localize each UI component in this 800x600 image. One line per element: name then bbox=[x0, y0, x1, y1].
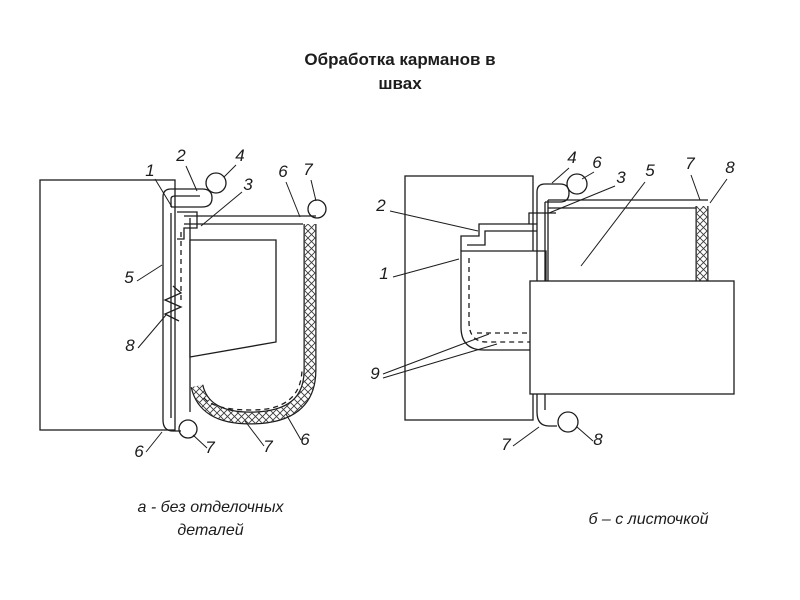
part-label: 6 bbox=[278, 162, 288, 181]
part-label: 8 bbox=[593, 430, 603, 449]
dashed-stitch-lines bbox=[180, 232, 303, 411]
upper-piece-edges bbox=[547, 199, 708, 281]
figure-a-leader-lines bbox=[136, 164, 317, 453]
figure-a-labels: 1 2 4 3 6 7 5 8 6 7 7 6 bbox=[124, 146, 313, 461]
pocket-facing bbox=[189, 239, 277, 358]
fabric-panel bbox=[39, 179, 176, 431]
part-label: 8 bbox=[725, 158, 735, 177]
part-label: 2 bbox=[175, 146, 186, 165]
part-label: 7 bbox=[501, 435, 511, 454]
tack-zigzag bbox=[163, 285, 183, 322]
figure-b-leader-lines bbox=[382, 167, 728, 447]
pocket-mouth-edges bbox=[184, 215, 316, 225]
part-label: 6 bbox=[592, 153, 602, 172]
bartack-circle-top bbox=[566, 173, 588, 195]
seam-fold-lines bbox=[162, 213, 191, 420]
part-label: 8 bbox=[125, 336, 135, 355]
part-label: 2 bbox=[375, 196, 386, 215]
bartack-circle-bottom bbox=[557, 411, 579, 433]
part-label: 7 bbox=[303, 160, 313, 179]
part-label: 5 bbox=[645, 161, 655, 180]
part-label: 4 bbox=[567, 148, 576, 167]
welt-piece bbox=[529, 280, 735, 395]
part-label: 4 bbox=[235, 146, 244, 165]
part-label: 1 bbox=[379, 264, 388, 283]
top-tab bbox=[162, 188, 213, 213]
top-tab bbox=[536, 183, 570, 203]
part-label: 7 bbox=[205, 438, 215, 457]
part-label: 7 bbox=[685, 154, 695, 173]
figure-b-caption: б – с листочкой bbox=[588, 511, 709, 528]
bartack-circle-top bbox=[205, 172, 227, 194]
serged-edge-band bbox=[190, 224, 317, 425]
part-label: 3 bbox=[243, 175, 253, 194]
bottom-tab bbox=[536, 411, 557, 427]
facing-step-detail bbox=[177, 211, 198, 240]
part-label: 5 bbox=[124, 268, 134, 287]
bartack-circle-side bbox=[307, 199, 327, 219]
part-label: 1 bbox=[145, 161, 154, 180]
part-label: 7 bbox=[263, 437, 273, 456]
part-label: 9 bbox=[370, 364, 380, 383]
bartack-circle-bottom bbox=[178, 419, 198, 439]
part-label: 6 bbox=[134, 442, 144, 461]
facing-step-detail bbox=[460, 212, 556, 251]
figure-b-linework bbox=[404, 173, 735, 433]
figure-b-labels: 4 6 3 5 7 8 2 1 9 7 8 bbox=[370, 148, 735, 454]
slide-title: Обработка карманов в швах bbox=[304, 50, 496, 93]
figure-a-linework bbox=[39, 172, 327, 439]
figure-a-caption: а - без отделочных деталей bbox=[137, 499, 284, 540]
part-label: 3 bbox=[616, 168, 626, 187]
part-label: 6 bbox=[300, 430, 310, 449]
pocket-bag bbox=[460, 250, 547, 351]
bottom-tab bbox=[162, 419, 181, 432]
